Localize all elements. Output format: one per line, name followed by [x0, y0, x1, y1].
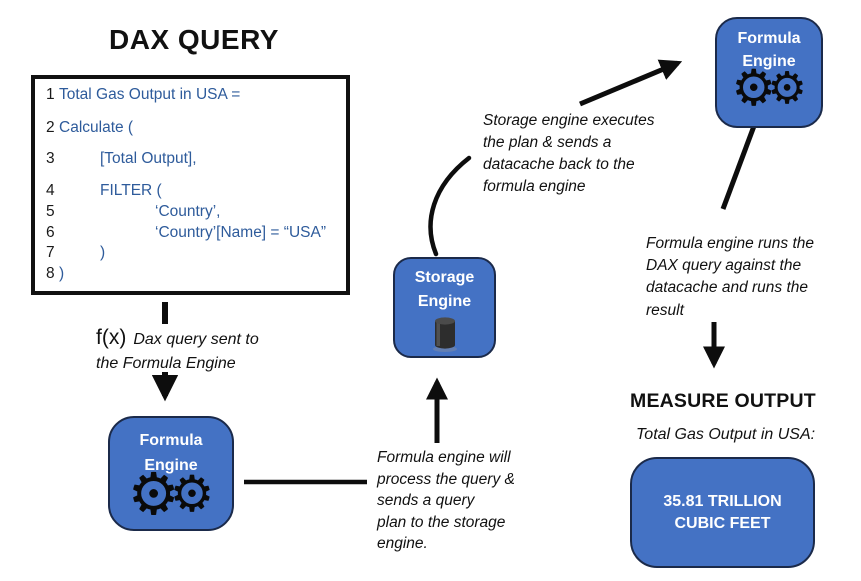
gear-icon: ⚙: [731, 60, 777, 116]
code-line: 4 FILTER (: [35, 182, 346, 201]
note-line: Storage engine executes: [483, 112, 655, 129]
measure-output-value-box: 35.81 TRILLION CUBIC FEET: [630, 457, 815, 568]
process-query-note: Formula engine will process the query & …: [377, 447, 515, 555]
line-number: 1: [46, 86, 55, 103]
note-line: the Formula Engine: [96, 355, 236, 372]
database-cylinder-icon: [432, 317, 457, 352]
code-line: 6 ‘Country’[Name] = “USA”: [35, 224, 346, 243]
box-label: Storage: [414, 269, 475, 286]
fx-symbol: f(x): [96, 326, 127, 349]
code-text: ): [100, 244, 106, 261]
note-line: Formula engine will: [377, 449, 511, 466]
note-line: the plan & sends a: [483, 134, 612, 151]
code-text: [Total Output],: [100, 150, 197, 167]
note-line: engine.: [377, 535, 428, 552]
dax-sent-note: f(x) Dax query sent to the Formula Engine: [96, 326, 259, 373]
code-text: ‘Country’,: [155, 203, 221, 220]
code-text: FILTER (: [100, 182, 162, 199]
formula-engine-bottom-box: Formula Engine ⚙ ⚙: [108, 416, 234, 531]
gears-icon: ⚙ ⚙: [110, 462, 232, 527]
code-line: 8): [35, 265, 346, 284]
note-line: sends a query: [377, 492, 475, 509]
code-line: 7): [35, 244, 346, 263]
connector-formulatop-to-note: [720, 125, 757, 210]
code-text: Calculate (: [59, 119, 134, 136]
note-line: Dax query sent to: [133, 331, 259, 348]
arrow-to-formula-engine-top: [579, 59, 683, 107]
note-line: DAX query against the: [646, 257, 802, 275]
note-line: Formula engine runs the: [646, 235, 815, 252]
page-title: DAX QUERY: [109, 24, 279, 55]
measure-value-line: 35.81 TRILLION: [663, 492, 782, 510]
line-number: 4: [46, 182, 55, 199]
box-label: Formula: [737, 30, 801, 47]
measure-output-caption: Total Gas Output in USA:: [636, 426, 816, 443]
storage-executes-note: Storage engine executes the plan & sends…: [483, 110, 654, 198]
code-line: 3 [Total Output],: [35, 150, 346, 169]
gear-icon: ⚙: [127, 462, 180, 527]
line-number: 2: [46, 119, 55, 136]
line-number: 5: [46, 203, 55, 220]
line-number: 8: [46, 265, 55, 282]
connector-storage-to-note-curve: [428, 155, 472, 257]
box-label: Engine: [144, 457, 198, 474]
line-number: 7: [46, 244, 55, 261]
note-line: f(x) Dax query sent to: [96, 326, 259, 350]
code-text: ): [59, 265, 65, 282]
code-line: 5 ‘Country’,: [35, 203, 346, 222]
gear-icon: ⚙: [767, 63, 807, 113]
note-line: process the query &: [377, 470, 515, 488]
storage-engine-box: Storage Engine: [393, 257, 496, 358]
line-number: 6: [46, 224, 55, 241]
measure-value-line: CUBIC FEET: [674, 514, 771, 532]
note-line: formula engine: [483, 178, 586, 195]
note-line: datacache and runs the: [646, 279, 809, 297]
note-line: datacache back to the: [483, 156, 635, 173]
formula-engine-top-box: Formula Engine ⚙ ⚙: [715, 17, 823, 128]
measure-output-heading: MEASURE OUTPUT: [630, 390, 816, 412]
note-line: plan to the storage: [377, 513, 506, 531]
gear-icon: ⚙: [169, 466, 215, 522]
note-line: result: [646, 301, 684, 319]
line-number: 3: [46, 150, 55, 167]
code-text: Total Gas Output in USA =: [59, 86, 241, 103]
box-label: Formula: [139, 432, 203, 449]
box-label: Engine: [417, 293, 472, 310]
runs-query-note: Formula engine runs the DAX query agains…: [646, 233, 814, 322]
box-label: Engine: [742, 53, 796, 70]
gears-icon: ⚙ ⚙: [717, 60, 821, 116]
code-text: ‘Country’[Name] = “USA”: [155, 224, 326, 241]
